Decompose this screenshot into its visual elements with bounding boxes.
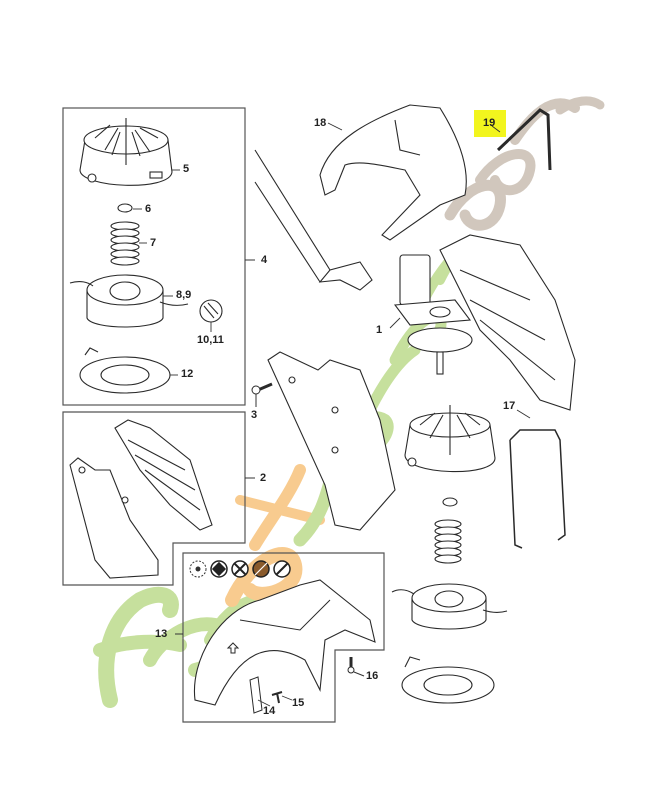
callout-16: 16	[366, 670, 379, 682]
spool-housing-part	[79, 118, 173, 186]
callout-1: 1	[376, 324, 383, 336]
leader-lines	[133, 122, 531, 707]
limiter-blade-part	[249, 676, 263, 714]
callout-7: 7	[150, 237, 157, 249]
spool-part	[69, 274, 223, 328]
callout-19-highlight	[474, 110, 506, 137]
guard-icons-row	[189, 560, 291, 578]
callout-12: 12	[181, 368, 194, 380]
spring-part	[110, 221, 140, 266]
cover-part	[79, 347, 171, 394]
group-frame-housing	[62, 411, 246, 586]
callout-17: 17	[503, 400, 516, 412]
center-parts	[254, 104, 576, 704]
callout-3: 3	[251, 409, 258, 421]
callout-18: 18	[314, 117, 327, 129]
callout-15: 15	[292, 697, 305, 709]
housing-parts	[69, 419, 213, 579]
callout-8-9: 8,9	[176, 289, 192, 301]
callout-10-11: 10,11	[197, 334, 224, 346]
callout-13: 13	[155, 628, 168, 640]
callout-6: 6	[145, 203, 152, 215]
group-frame-mowing-head	[62, 107, 246, 406]
callout-2: 2	[260, 472, 267, 484]
callout-14: 14	[263, 705, 276, 717]
callout-5: 5	[183, 163, 190, 175]
mowing-head-parts	[69, 118, 223, 394]
group-frame-deflector	[182, 552, 385, 723]
callout-19: 19	[483, 117, 496, 129]
deflector-parts	[189, 560, 376, 714]
callout-4: 4	[261, 254, 268, 266]
